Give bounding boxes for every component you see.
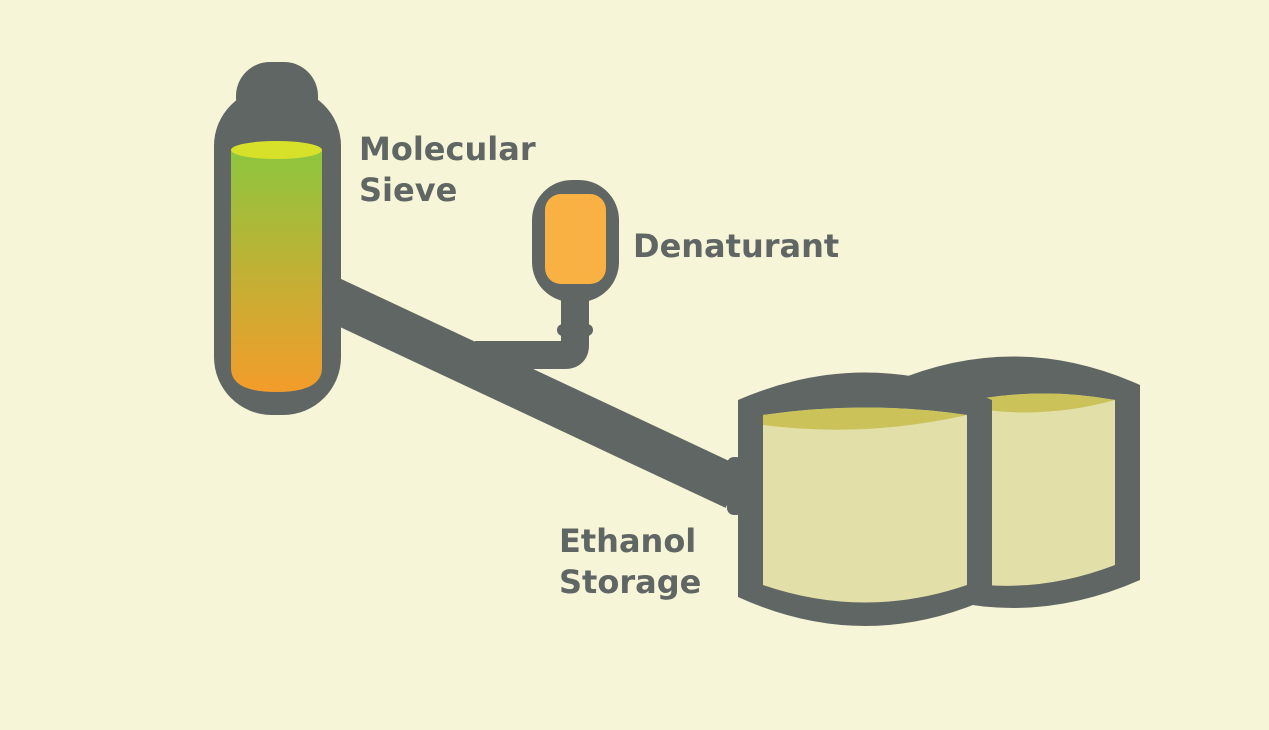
front-tank-liquid-surface: [763, 407, 967, 430]
label-sieve-line2: Sieve: [359, 171, 457, 209]
label-ethanol-line1: Ethanol: [559, 522, 696, 560]
main-transfer-pipe: [320, 278, 745, 508]
sieve-liquid-surface: [231, 141, 322, 159]
ethanol-storage-tanks: [727, 356, 1140, 626]
denaturant-liquid: [545, 194, 606, 284]
storage-tank-front: [727, 372, 992, 626]
back-tank-liquid-surface: [985, 393, 1115, 413]
molecular-sieve-column: [214, 62, 341, 415]
back-tank-liquid: [985, 393, 1115, 586]
label-storage-line2: Storage: [559, 563, 701, 601]
denaturant-vessel: [532, 180, 619, 302]
front-tank-liquid: [763, 407, 967, 603]
pipe-flange: [557, 324, 593, 336]
sieve-liquid: [231, 150, 322, 392]
denaturant-feed-pipe: [475, 295, 593, 369]
label-denaturant: Denaturant: [633, 227, 839, 265]
label-molecular-line1: Molecular: [359, 130, 536, 168]
